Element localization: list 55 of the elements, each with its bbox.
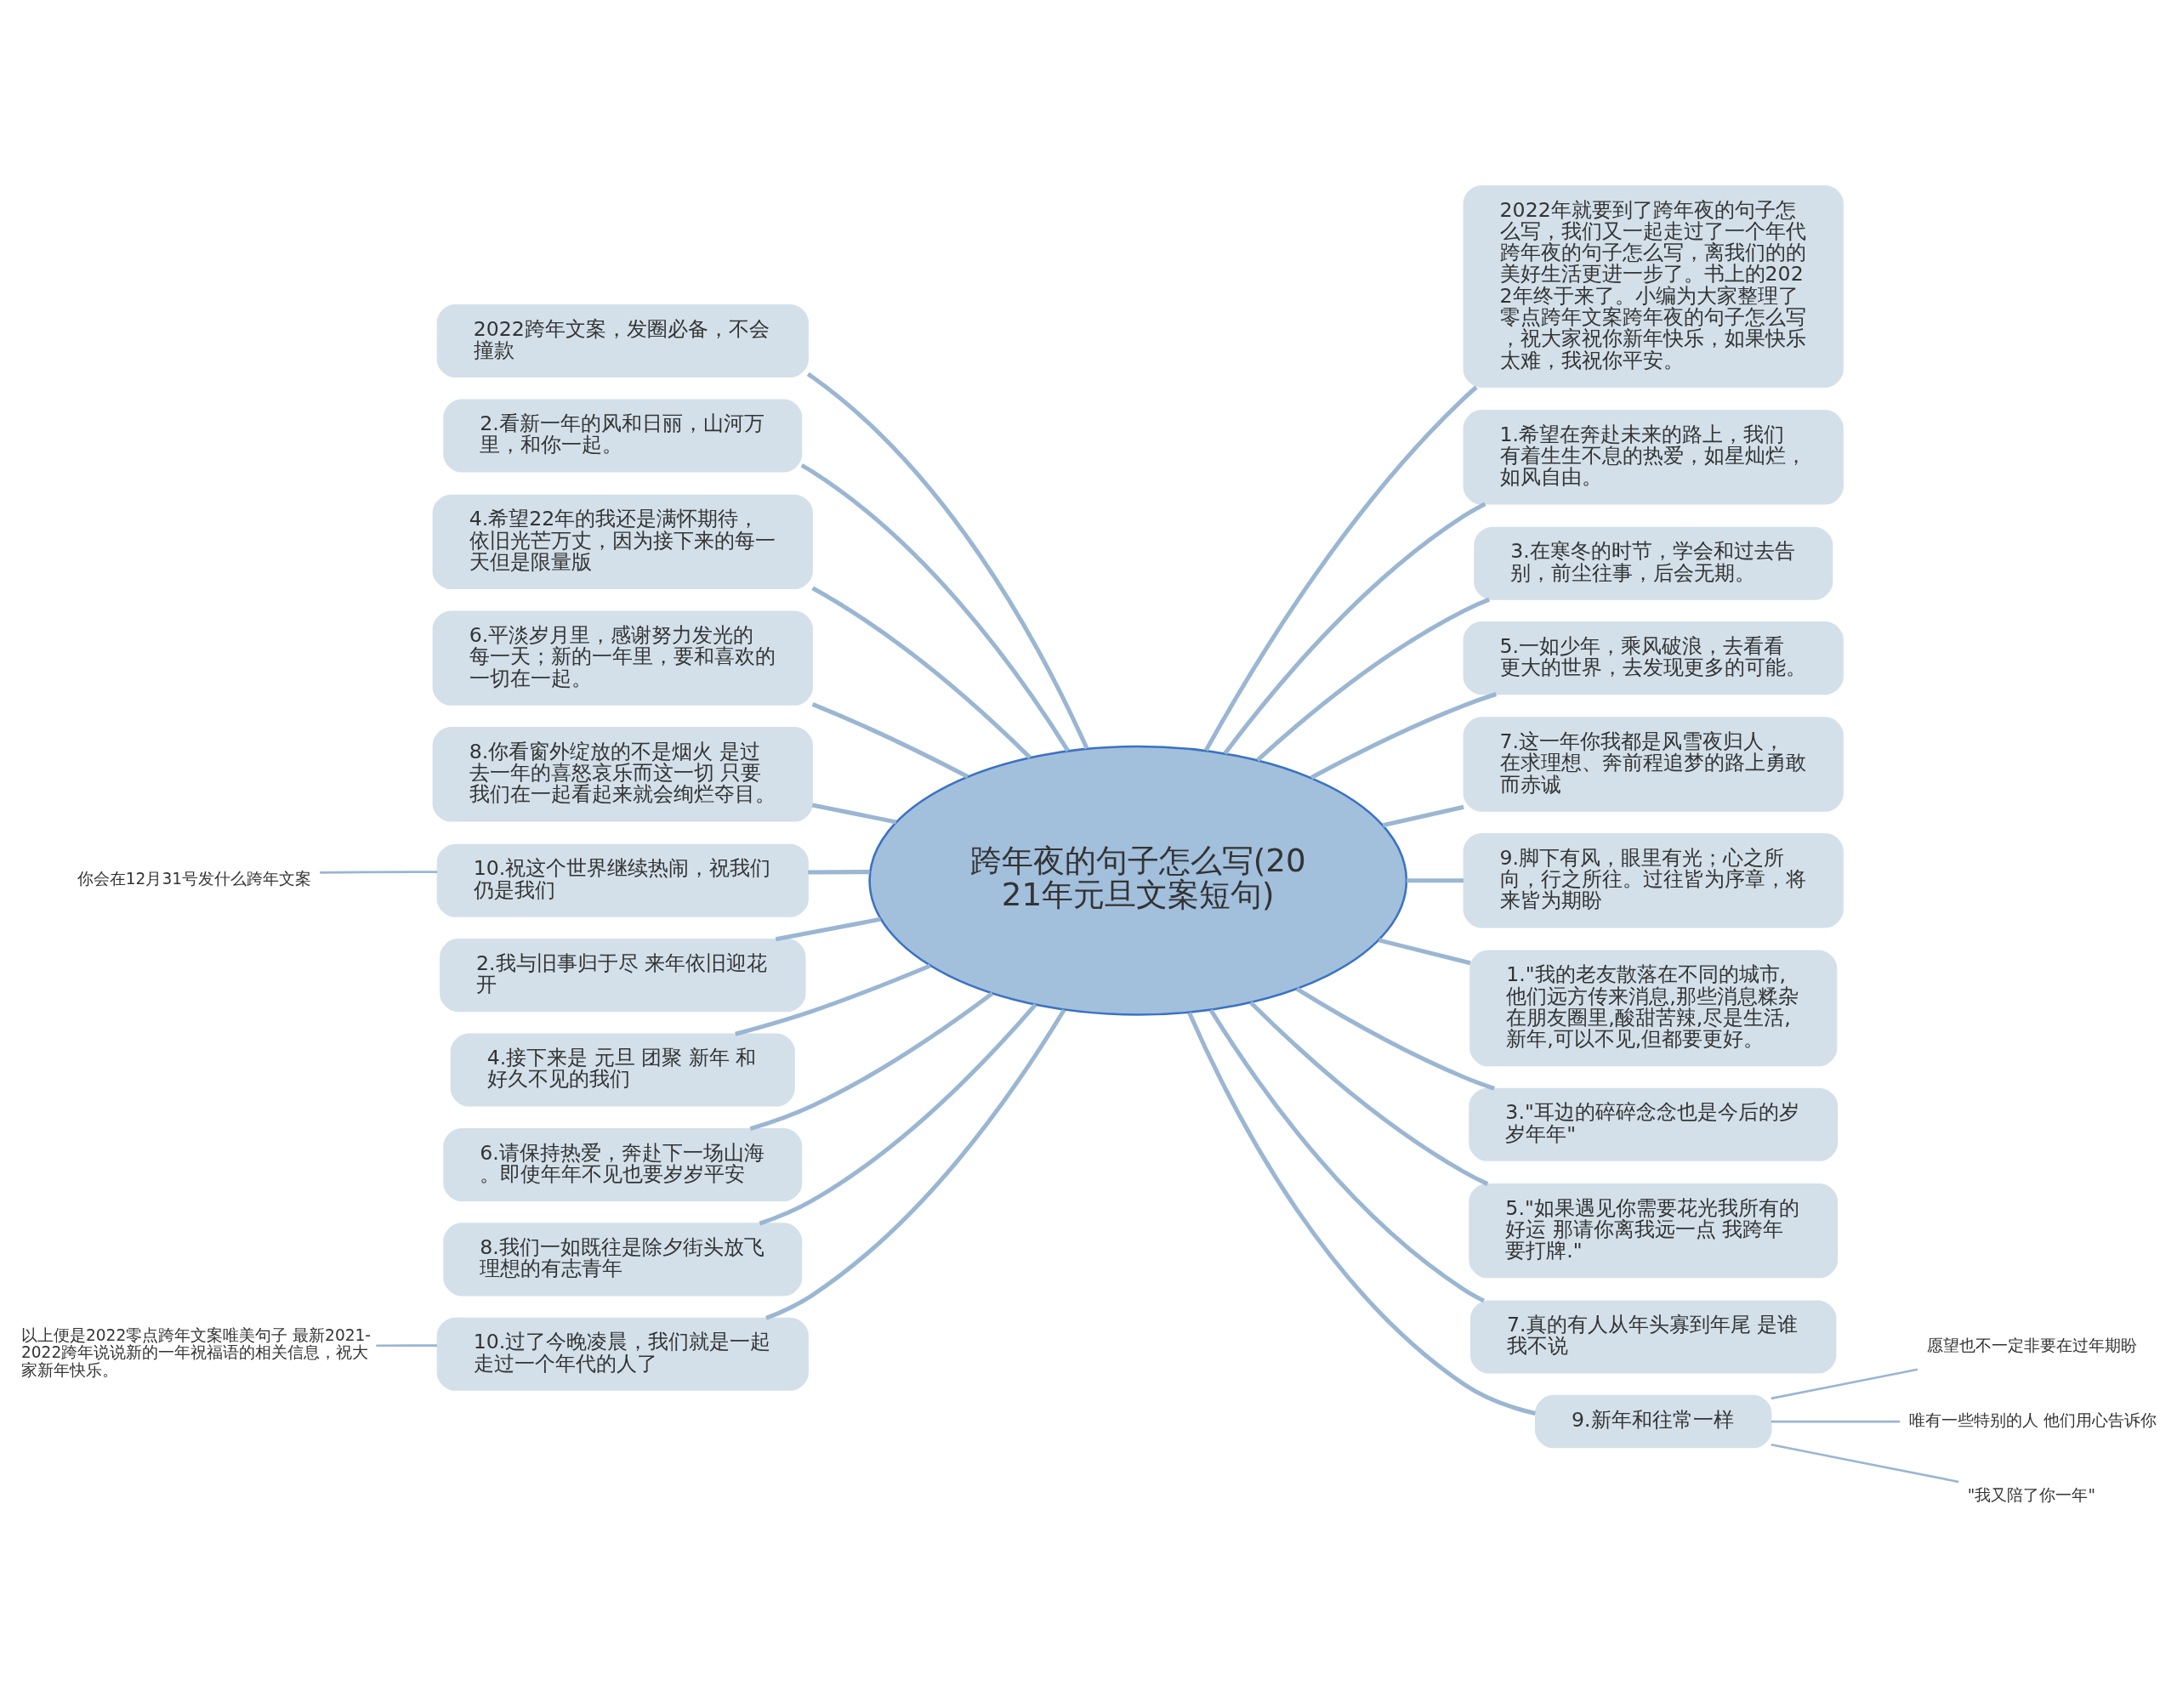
node-text: 愿望也不一定非要在过年期盼 [1926,1336,2137,1355]
connector [1771,1443,1959,1484]
connector [811,701,969,779]
connector [1310,692,1497,780]
connector [1771,1420,1901,1423]
node-box: 7.真的有人从年头寡到年尾 是谁我不说 [1470,1300,1837,1374]
node-text: 你会在12月31号发什么跨年文案 [77,870,312,888]
connector [376,1344,437,1348]
connector [811,586,1032,759]
node-box: 8.你看窗外绽放的不是烟火 是过去一年的喜怒哀乐而这一切 只要我们在一起看起来就会绚烂夺目。 [432,727,813,822]
node-ellipse: 跨年夜的句子怎么写(2021年元旦文案短句) [868,745,1408,1016]
node-box: 10.祝这个世界继续热闹，祝我们仍是我们 [436,843,809,917]
connector [1208,1008,1486,1303]
connector [320,871,438,874]
connector [811,803,897,825]
node-box: 2.看新一年的风和日丽，山河万里，和你一起。 [443,399,803,473]
node-box: 2022年就要到了跨年夜的句子怎么写，我们又一起走过了一个年代跨年夜的句子怎么写，离我们的的美好生活更进一步了。书上的2022年终于来了。小编为大家整理了零点跨年文案跨年夜的句子怎么写，祝大家祝你新年快乐，如果快乐太难，我祝你平安。 [1463,184,1844,388]
connector [800,463,1070,752]
node-box: 10.过了今晚凌晨，我们就是一起走过一个年代的人了 [436,1317,809,1391]
node-box: 9.脚下有风，眼里有光；心之所向，行之所往。过往皆为序章，将来皆为期盼 [1463,833,1844,928]
node-box: 2022跨年文案，发圈必备，不会撞款 [436,304,809,378]
connector [1295,987,1495,1091]
connector [765,1008,1066,1320]
connector [759,1003,1037,1226]
node-text: 唯有一些特别的人 他们用心告诉你 [1908,1410,2157,1429]
node-box: 4.接下来是 元旦 团聚 新年 和好久不见的我们 [450,1033,795,1107]
connector [1256,597,1491,763]
connector [1382,804,1464,828]
node-box: 6.平淡岁月里，感谢努力发光的每一天；新的一年里，要和喜欢的一切在一起。 [432,610,813,706]
connector [1223,502,1486,755]
connector [806,372,1089,750]
connector [1204,385,1478,752]
node-text: 以上便是2022零点跨年文案唯美句子 最新2021-2022跨年说说新的一年祝福语的相关信息，祝大家新年快乐。 [21,1326,371,1379]
node-box: 6.请保持热爱，奔赴下一场山海。即使年年不见也要岁岁平安 [443,1127,803,1201]
connector [749,991,994,1132]
node-box: 1.希望在奔赴未来的路上，我们有着生生不息的热爱，如星灿烂，如风自由。 [1463,410,1844,505]
node-box: 5.一如少年，乘风破浪，去看看更大的世界，去发现更多的可能。 [1463,621,1844,695]
connector [735,963,931,1036]
node-box: 8.我们一如既往是除夕街头放飞理想的有志青年 [443,1223,803,1297]
node-box: 2.我与旧事归于尽 来年依旧迎花开 [440,939,806,1013]
node-box: 5."如果遇见你需要花光我所有的好运 那请你离我远一点 我跨年要打牌." [1469,1183,1839,1279]
node-box: 3.在寒冬的时节，学会和过去告别，前尘往事，后会无期。 [1474,526,1833,600]
node-text: "我又陪了你一年" [1967,1485,2095,1504]
connector [775,916,881,942]
node-box: 1."我的老友散落在不同的城市,他们远方传来消息,那些消息糅杂在朋友圈里,酸甜苦辣,尽是生活,新年,可以不见,但都要更好。 [1469,950,1838,1067]
connector [1407,878,1464,883]
node-box: 3."耳边的碎碎念念也是今后的岁岁年年" [1469,1087,1839,1161]
node-box: 4.希望22年的我还是满怀期待，依旧光芒万丈，因为接下来的每一天但是限量版 [432,494,813,590]
connector [1249,1001,1489,1186]
connector [1771,1368,1918,1400]
node-box: 9.新年和往常一样 [1534,1394,1772,1449]
connector [808,870,870,875]
connector [1187,1012,1536,1416]
connector [1378,938,1471,966]
node-box: 7.这一年你我都是风雪夜归人，在求理想、奔前程追梦的路上勇敢而赤诚 [1463,717,1844,812]
